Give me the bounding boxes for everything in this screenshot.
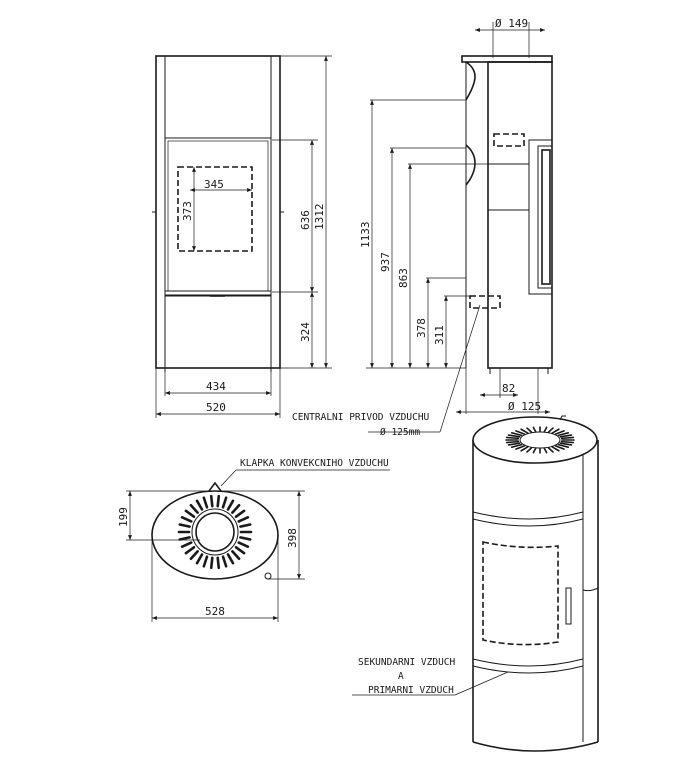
vent-slot — [226, 499, 235, 511]
vent-slot — [209, 556, 214, 570]
front-door — [164, 137, 272, 296]
dim-82: 82 — [502, 382, 515, 395]
vent-slot — [184, 545, 196, 555]
sec-air-label-2: A — [398, 671, 404, 682]
vent-slot — [505, 440, 520, 444]
vent-slot — [520, 446, 529, 452]
vent-slot — [195, 553, 204, 565]
iso-door-handle — [565, 587, 572, 625]
dim-flue-diameter: Ø 149 — [495, 17, 528, 30]
sec-air-label-3: PRIMARNI VZDUCH — [368, 685, 454, 696]
vent-slot — [551, 428, 560, 434]
dim-1133: 1133 — [359, 222, 372, 249]
vent-slot — [526, 427, 533, 434]
vent-slot — [559, 442, 573, 446]
iso-vent-ring — [505, 426, 575, 454]
dim-863: 863 — [397, 268, 410, 288]
dim-937: 937 — [379, 252, 392, 272]
vent-slot — [547, 427, 554, 434]
vent-slot — [543, 447, 548, 454]
central-air-label: CENTRALNI PRIVOD VZDUCHU — [292, 412, 430, 423]
dim-528: 528 — [205, 605, 225, 618]
vent-slot — [189, 503, 199, 514]
vent-slot — [557, 432, 570, 437]
vent-slot — [560, 436, 575, 440]
vent-slot — [226, 553, 235, 565]
vent-slot — [178, 523, 191, 528]
vent-slot — [554, 445, 565, 450]
vent-slot — [221, 496, 228, 509]
front-window — [177, 166, 253, 252]
vent-slot — [202, 496, 209, 509]
dim-total-height: 1312 — [313, 204, 326, 231]
vent-slot — [195, 499, 204, 511]
vent-slot — [180, 516, 193, 523]
top-vent-ring — [177, 494, 253, 570]
dim-378: 378 — [415, 318, 428, 338]
front-outline — [155, 55, 281, 369]
top-view: KLAPKA KONVEKCNIHO VZDUCHU 199 398 528 — [117, 458, 390, 622]
vent-slot — [532, 426, 537, 433]
vent-slot — [231, 550, 241, 561]
vent-slot — [510, 432, 523, 437]
dim-inner-height: 373 — [181, 201, 194, 221]
vent-slot — [234, 545, 246, 555]
front-view: 345 373 636 1312 324 434 520 — [152, 55, 332, 418]
vent-slot — [505, 436, 520, 440]
flap-label: KLAPKA KONVEKCNIHO VZDUCHU — [240, 458, 389, 469]
vent-slot — [178, 536, 191, 541]
side-view: Ø 149 1133 937 863 378 — [292, 17, 553, 438]
dim-door-height: 636 — [299, 210, 312, 230]
vent-slot — [557, 443, 570, 448]
vent-slot — [507, 442, 521, 446]
vent-slot — [551, 446, 560, 452]
vent-slot — [543, 426, 548, 433]
central-air-diameter: Ø 125mm — [380, 427, 420, 438]
dim-199: 199 — [117, 507, 130, 527]
flue-circle — [195, 512, 235, 552]
dim-base-width: 434 — [206, 380, 226, 393]
vent-slot — [221, 555, 228, 568]
vent-slot — [554, 430, 565, 435]
dim-total-width: 520 — [206, 401, 226, 414]
iso-top — [472, 416, 598, 464]
iso-door-window — [482, 541, 559, 646]
dim-311: 311 — [433, 325, 446, 345]
vent-slot — [209, 494, 214, 508]
vent-slot — [547, 446, 554, 453]
vent-slot — [520, 428, 529, 434]
vent-slot — [216, 494, 221, 508]
dim-inner-width: 345 — [204, 178, 224, 191]
vent-slot — [559, 434, 573, 438]
vent-slot — [510, 443, 523, 448]
dim-intake-diameter: Ø 125 — [508, 400, 541, 413]
vent-slot — [231, 503, 241, 514]
vent-slot — [237, 516, 250, 523]
vent-slot — [239, 523, 252, 528]
vent-slot — [202, 555, 209, 568]
vent-slot — [216, 556, 221, 570]
vent-slot — [234, 509, 246, 519]
vent-slot — [560, 440, 575, 444]
vent-slot — [180, 541, 193, 548]
vent-slot — [184, 509, 196, 519]
sec-air-label-1: SEKUNDARNI VZDUCH — [358, 657, 456, 668]
vent-slot — [526, 446, 533, 453]
vent-slot — [515, 445, 526, 450]
top-outline — [151, 490, 279, 580]
vent-slot — [507, 434, 521, 438]
iso-view: SEKUNDARNI VZDUCH A PRIMARNI VZDUCH — [352, 415, 599, 752]
vent-slot — [237, 541, 250, 548]
vent-slot — [189, 550, 199, 561]
vent-slot — [532, 447, 537, 454]
vent-slot — [239, 536, 252, 541]
dim-398: 398 — [286, 528, 299, 548]
dim-bottom-height: 324 — [299, 322, 312, 342]
vent-slot — [515, 430, 526, 435]
